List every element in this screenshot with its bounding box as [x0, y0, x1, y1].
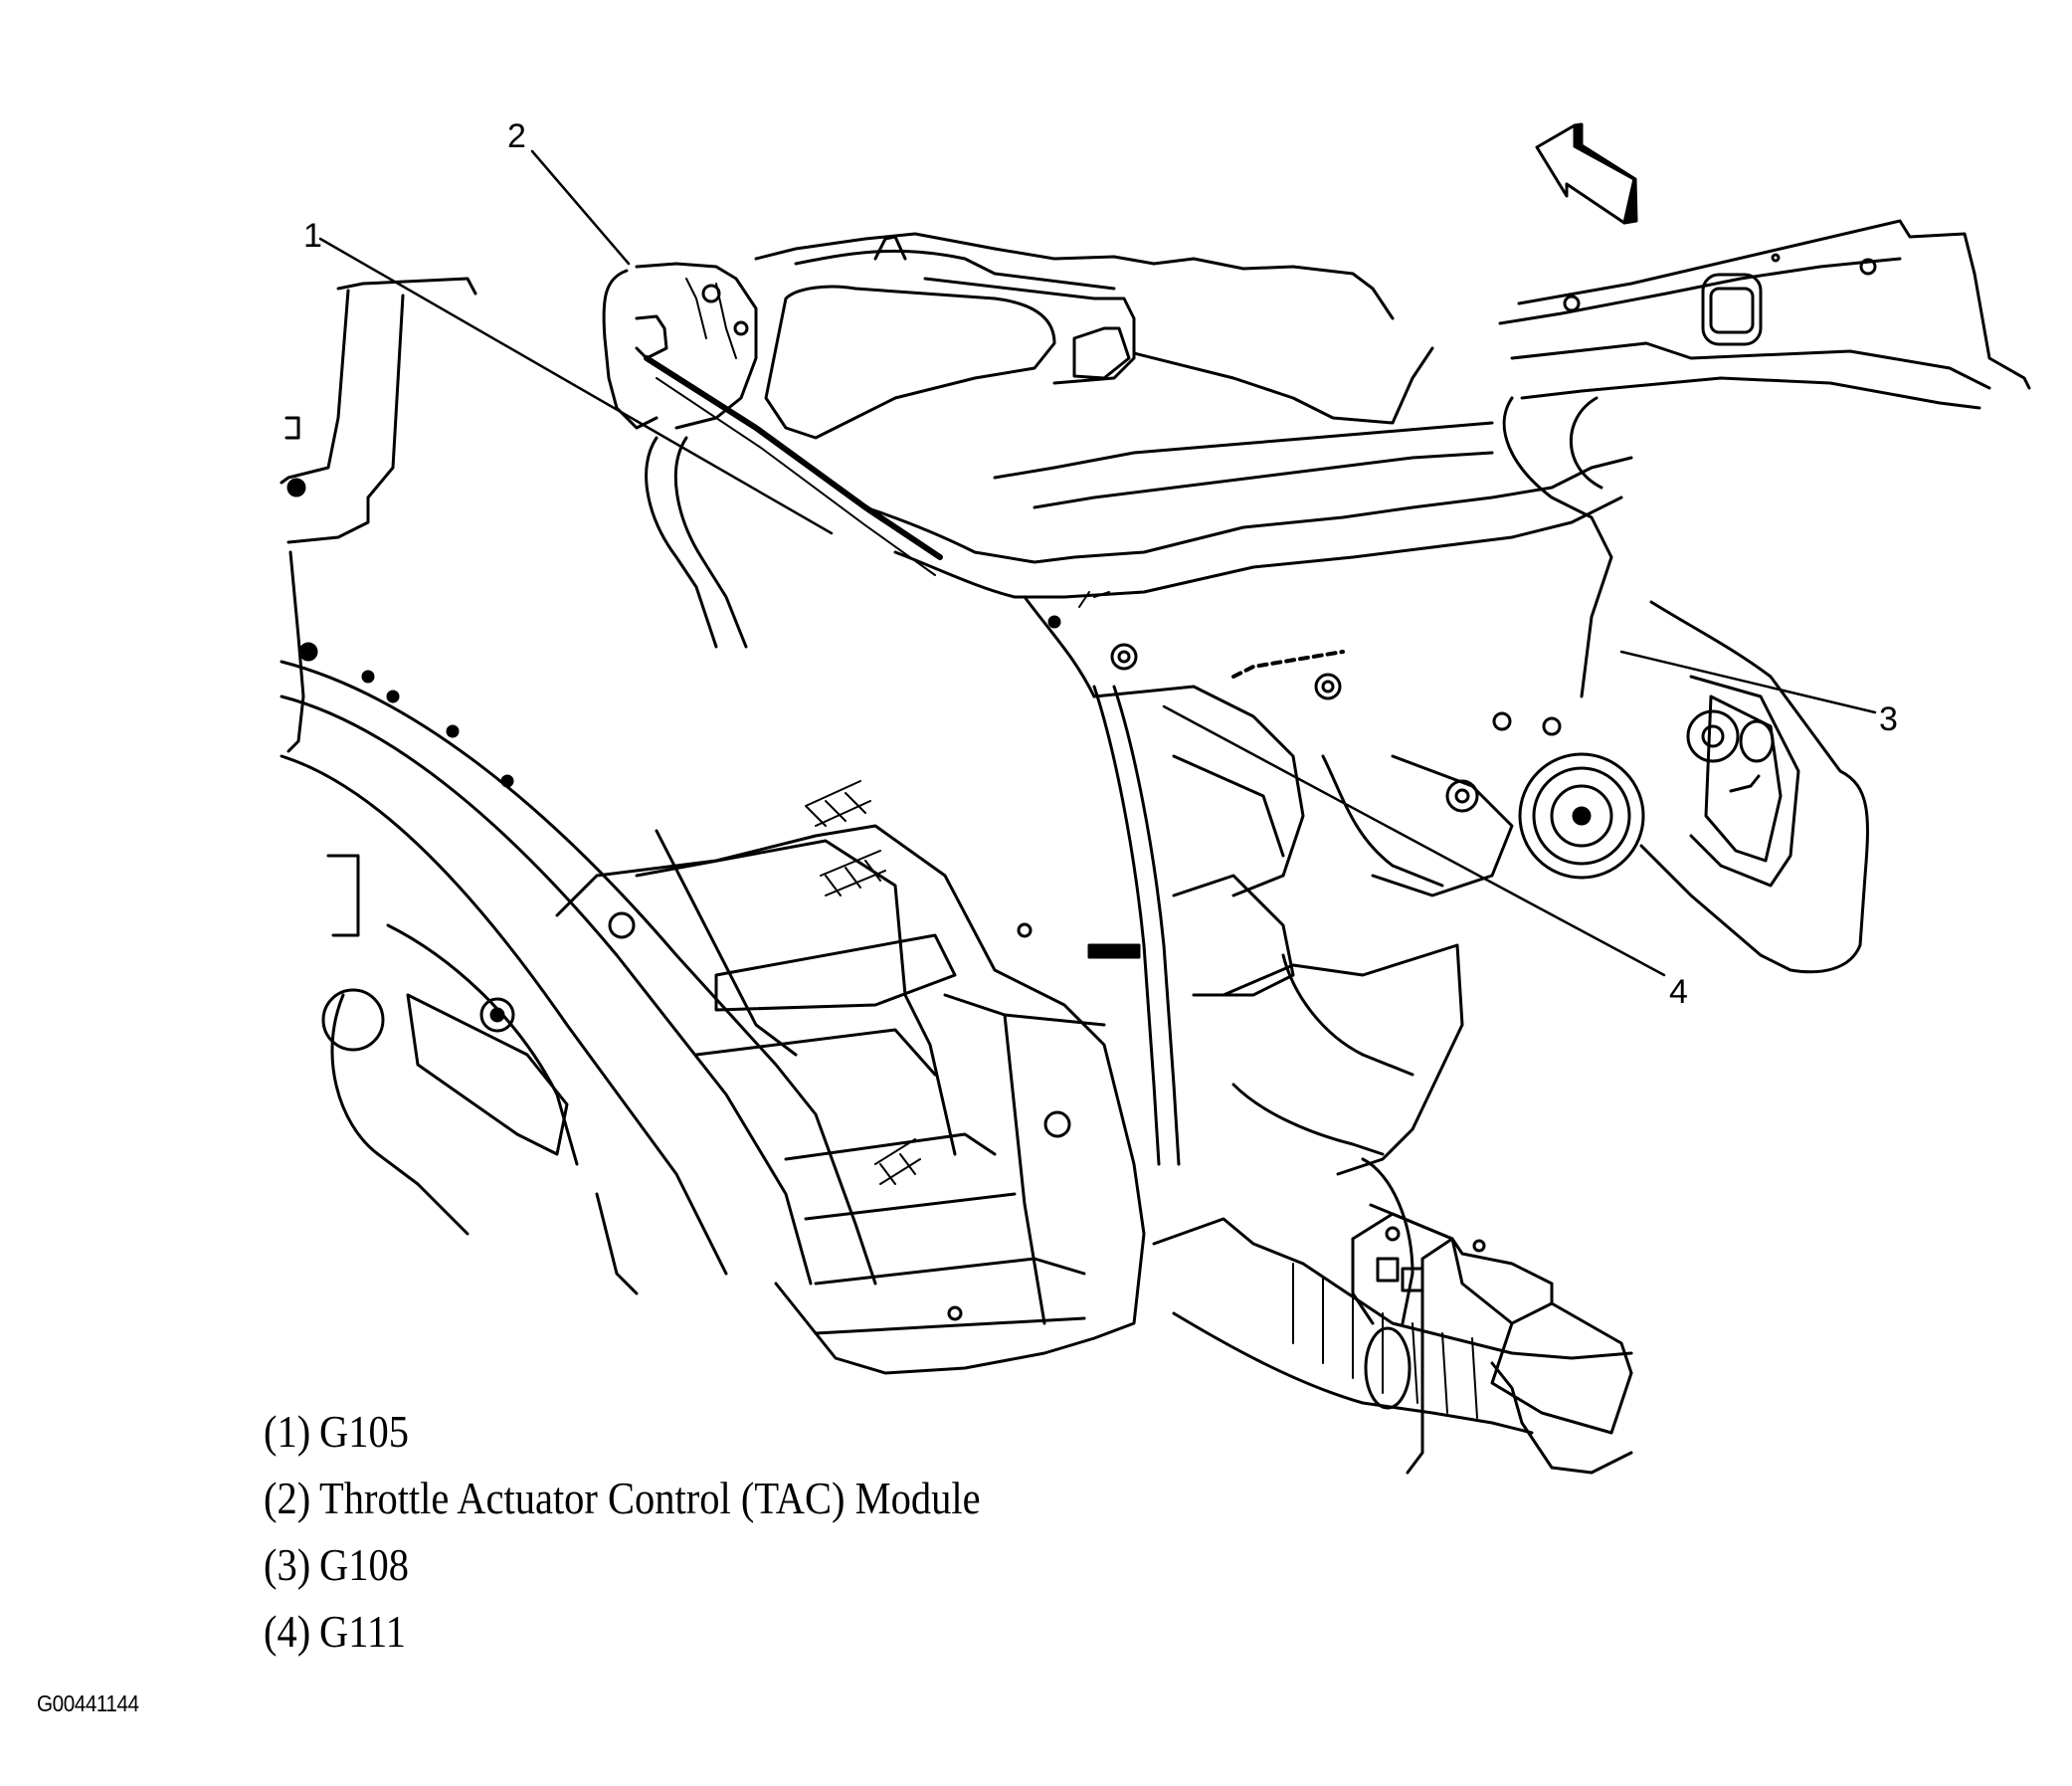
intake-manifold — [754, 232, 1434, 440]
legend-number: (3) — [264, 1539, 311, 1590]
exhaust-pipe — [1152, 943, 1633, 1475]
legend-number: (4) — [264, 1606, 311, 1657]
legend-label: G108 — [319, 1539, 409, 1590]
transmission-case — [321, 854, 639, 1295]
legend-item-tac-module: (2)Throttle Actuator Control (TAC) Modul… — [264, 1465, 981, 1531]
engine-lower-block — [1087, 685, 1305, 997]
legend-label: G111 — [319, 1606, 406, 1657]
legend-number: (1) — [264, 1406, 311, 1457]
tac-module — [602, 262, 943, 576]
cylinder-head — [993, 421, 1562, 736]
legend-item-g108: (3)G108 — [264, 1531, 981, 1598]
callout-4: 4 — [1669, 973, 1688, 1011]
leader-line-3 — [1619, 650, 1877, 714]
legend-item-g105: (1)G105 — [264, 1398, 981, 1465]
cowl-panel — [1498, 219, 2031, 490]
leader-line-1 — [318, 237, 834, 535]
callout-3: 3 — [1879, 700, 1898, 738]
transaxle-housing — [555, 780, 1146, 1375]
coolant-hoses — [645, 396, 1633, 1166]
legend-number: (2) — [264, 1473, 311, 1523]
left-fender-panel — [280, 277, 477, 753]
leader-line-4 — [1162, 704, 1666, 977]
legend-label: G105 — [319, 1406, 409, 1457]
figure-id: G00441144 — [37, 1690, 139, 1716]
leader-line-2 — [530, 149, 631, 266]
callout-1: 1 — [303, 217, 322, 255]
legend-item-g111: (4)G111 — [264, 1598, 981, 1665]
legend-label: Throttle Actuator Control (TAC) Module — [319, 1473, 981, 1523]
crankshaft-pulley — [1321, 752, 1645, 897]
front-frame-rail — [280, 660, 877, 1286]
leader-lines — [318, 149, 1877, 977]
callout-2: 2 — [507, 117, 526, 155]
inner-splash-panel — [1639, 600, 1869, 974]
component-legend: (1)G105 (2)Throttle Actuator Control (TA… — [264, 1398, 1078, 1665]
exhaust-bracket — [1351, 1203, 1633, 1475]
forward-direction-arrow-icon — [1535, 122, 1638, 225]
